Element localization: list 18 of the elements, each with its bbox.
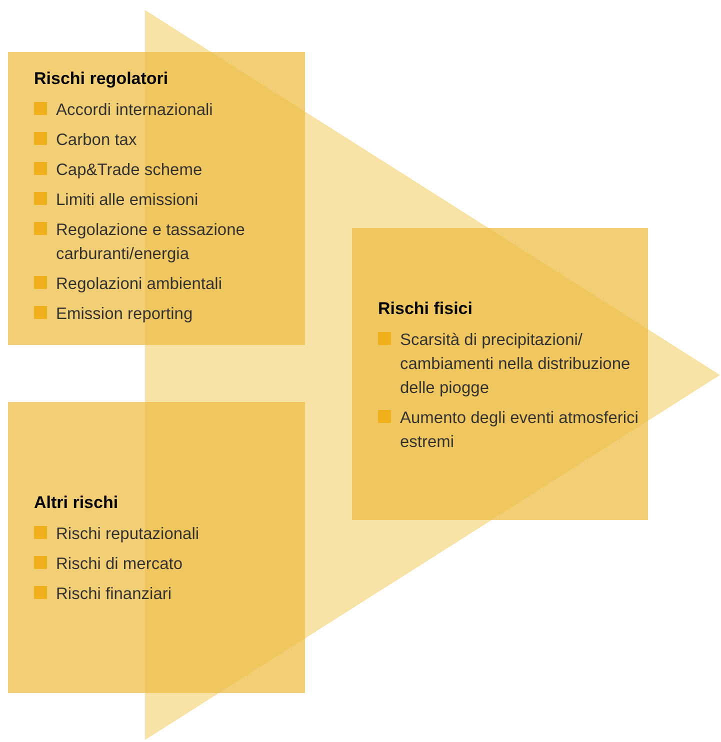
bullet-text: Scarsità di precipitazioni/ cambiamenti nella distribuzione delle piogge — [400, 330, 632, 398]
bullet-text: Limiti alle emissioni — [56, 190, 198, 210]
bullet-text: Accordi internazionali — [56, 100, 213, 120]
risk-box — [352, 228, 648, 520]
bullet-text: Emission reporting — [56, 304, 193, 324]
bullet-text: Rischi reputazionali — [56, 524, 200, 544]
risk-box — [8, 52, 305, 345]
bullet-text: Aumento degli eventi atmosferici estremi — [400, 408, 640, 452]
bullet-text: Carbon tax — [56, 130, 137, 150]
box-heading: Rischi fisici — [378, 298, 474, 320]
bullet-text: Cap&Trade scheme — [56, 160, 202, 180]
risk-box — [8, 402, 305, 693]
bullet-text: Regolazioni ambientali — [56, 274, 222, 294]
box-heading: Rischi regolatori — [34, 68, 170, 90]
bullet-text: Regolazione e tassazione carburanti/energia — [56, 220, 246, 264]
bullet-text: Rischi finanziari — [56, 584, 172, 604]
box-heading: Altri rischi — [34, 492, 120, 514]
bullet-text: Rischi di mercato — [56, 554, 183, 574]
